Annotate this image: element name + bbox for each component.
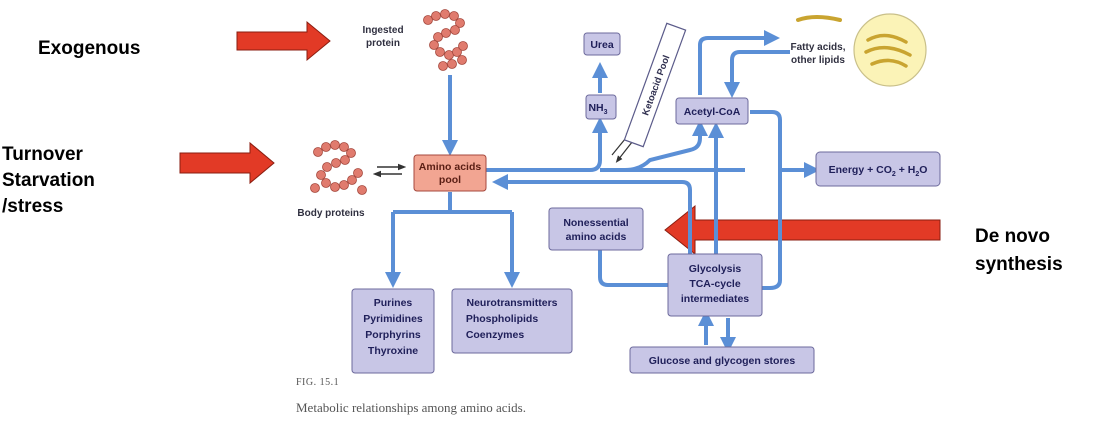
nh3-subscript: 3 — [604, 109, 608, 116]
ingested-label: Ingested — [362, 25, 403, 36]
turnover-red-arrow — [179, 141, 275, 185]
denovo-red-arrow — [664, 204, 941, 256]
glucose-glycogen-box: Glucose and glycogen stores — [629, 346, 815, 374]
neurotransmitters-box: Neurotransmitters Phospholipids Coenzyme… — [451, 288, 573, 354]
purines-label: Purines — [374, 297, 413, 309]
nonessential-label-1: Nonessential — [563, 217, 628, 229]
body-proteins-label: Body proteins — [297, 208, 365, 219]
denovo-label: De novo — [975, 226, 1050, 247]
acetyl-coa-box: Acetyl-CoA — [675, 97, 749, 125]
body-proteins-icon — [310, 140, 367, 195]
turnover-label: Turnover — [2, 144, 84, 165]
acetyl-coa-label: Acetyl-CoA — [684, 106, 741, 118]
phospholipids-label: Phospholipids — [466, 313, 538, 325]
glycolysis-label-1: Glycolysis — [689, 263, 742, 275]
purines-box: Purines Pyrimidines Porphyrins Thyroxine — [351, 288, 435, 374]
glycolysis-label-3: intermediates — [681, 293, 749, 305]
energy-text-2: + H — [896, 164, 916, 176]
pyrimidines-label: Pyrimidines — [363, 313, 423, 325]
neurotransmitters-label: Neurotransmitters — [466, 297, 557, 309]
energy-text-1: Energy + CO — [829, 164, 892, 176]
thyroxine-label: Thyroxine — [368, 345, 418, 357]
fatty-acids-label: Fatty acids, — [790, 42, 845, 53]
ketoacid-pool: Ketoacid Pool — [623, 22, 687, 148]
glycolysis-label-2: TCA-cycle — [689, 278, 741, 290]
nh3-label: NH — [588, 102, 603, 114]
nonessential-label-2: amino acids — [566, 231, 627, 243]
lipid-droplet-icon — [796, 13, 927, 87]
figure-caption: Metabolic relationships among amino acid… — [296, 400, 526, 415]
flow-arrows — [385, 30, 820, 353]
figure-number: FIG. 15.1 — [296, 377, 339, 388]
amino-acids-pool-box: Amino acids pool — [413, 154, 487, 192]
stress-label: /stress — [2, 196, 63, 217]
urea-box: Urea — [583, 32, 621, 56]
nonessential-amino-acids-box: Nonessential amino acids — [548, 207, 644, 251]
protein-label: protein — [366, 38, 400, 49]
glucose-label: Glucose and glycogen stores — [649, 355, 796, 367]
energy-sub-2: 2 — [915, 171, 919, 178]
coenzymes-label: Coenzymes — [466, 329, 525, 341]
energy-text-3: O — [919, 164, 927, 176]
amino-pool-label-2: pool — [439, 174, 461, 186]
amino-pool-label-1: Amino acids — [419, 161, 482, 173]
glycolysis-box: Glycolysis TCA-cycle intermediates — [667, 253, 763, 317]
starvation-label: Starvation — [2, 170, 95, 191]
ingested-protein-icon — [423, 9, 468, 71]
exogenous-label: Exogenous — [38, 38, 140, 59]
svg-text:Energy + CO2 + H2O: Energy + CO2 + H2O — [829, 164, 928, 178]
energy-sub-1: 2 — [892, 171, 896, 178]
svg-text:NH3: NH3 — [588, 102, 607, 116]
exogenous-red-arrow — [236, 20, 331, 62]
equilibrium-arrows — [372, 163, 407, 178]
synthesis-label: synthesis — [975, 254, 1063, 275]
nh3-box: NH3 — [585, 94, 617, 120]
urea-label: Urea — [590, 39, 614, 51]
other-lipids-label: other lipids — [791, 55, 845, 66]
energy-box: Energy + CO2 + H2O — [815, 151, 941, 187]
porphyrins-label: Porphyrins — [365, 329, 421, 341]
